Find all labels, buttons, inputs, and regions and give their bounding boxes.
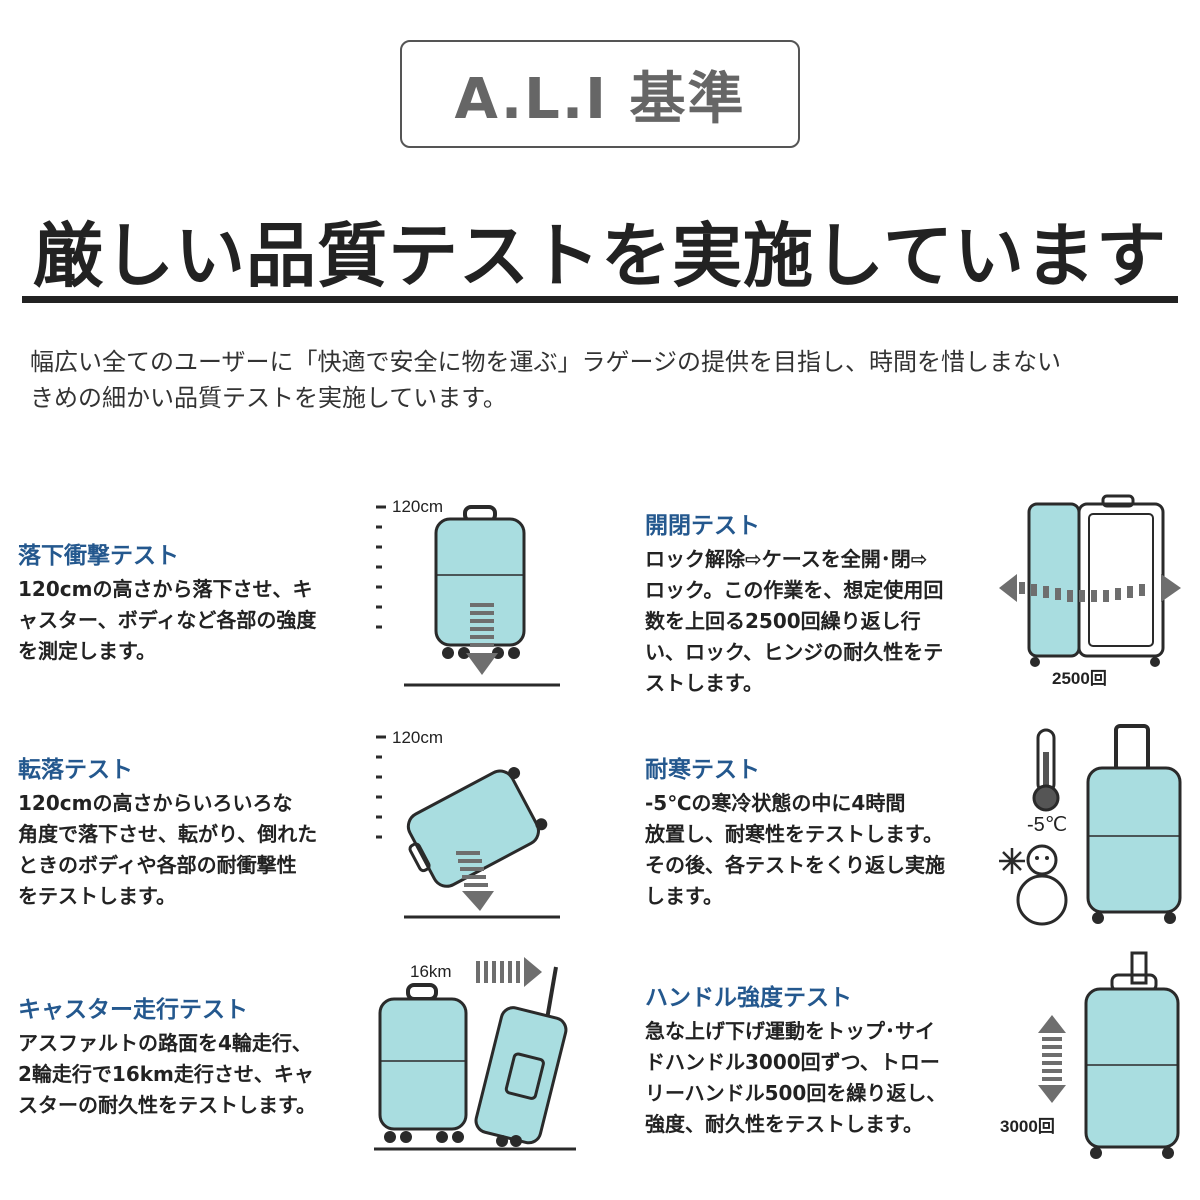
cold-test-line: 放置し、耐寒性をテストします。 — [645, 822, 943, 846]
handle-test-line: ドハンドル3000回ずつ、トロー — [645, 1050, 940, 1074]
handle-test-description: 急な上げ下げ運動をトップ･サイ ドハンドル3000回ずつ、トロー リーハンドル5… — [645, 1016, 985, 1140]
cold-test-line: その後、各テストをくり返し実施 — [645, 853, 945, 877]
suitcase-icon — [1084, 951, 1180, 1159]
ali-standard-badge: A.L.I 基準 — [400, 40, 800, 148]
drop-test-title: 落下衝撃テスト — [18, 543, 179, 569]
open-close-count-label: 2500回 — [1052, 669, 1107, 688]
tumble-test-section: 転落テスト 120cmの高さからいろいろな 角度で落下させ、転がり、倒れた とき… — [18, 750, 378, 912]
cold-test-illustration — [999, 724, 1182, 926]
caster-test-line: スターの耐久性をテストします。 — [18, 1093, 316, 1117]
updown-arrow-icon — [1038, 1015, 1066, 1103]
cold-test-title: 耐寒テスト — [645, 757, 760, 783]
drop-test-line: ャスター、ボディなど各部の強度 — [18, 608, 317, 632]
cold-test-description: -5℃の寒冷状態の中に4時間 放置し、耐寒性をテストします。 その後、各テストを… — [645, 788, 985, 912]
down-arrow-icon — [466, 603, 498, 675]
drop-height-label: 120cm — [392, 497, 444, 516]
intro-line: きめの細かい品質テストを実施しています。 — [30, 384, 507, 412]
open-close-test-line: ロック。この作業を、想定使用回 — [645, 578, 944, 602]
open-close-test-illustration — [999, 494, 1181, 667]
cold-test-section: 耐寒テスト -5℃の寒冷状態の中に4時間 放置し、耐寒性をテストします。 その後… — [645, 750, 985, 912]
suitcase-icon — [1086, 724, 1182, 924]
caster-test-description: アスファルトの路面を4輪走行、 2輪走行で16km走行させ、キャ スターの耐久性… — [18, 1028, 378, 1121]
caster-test-illustration — [374, 957, 576, 1151]
open-close-test-line: い、ロック、ヒンジの耐久性をテ — [645, 640, 944, 664]
handle-test-title: ハンドル強度テスト — [645, 985, 852, 1011]
handle-test-line: 強度、耐久性をテストします。 — [645, 1112, 923, 1136]
caster-test-section: キャスター走行テスト アスファルトの路面を4輪走行、 2輪走行で16km走行させ… — [18, 990, 378, 1121]
headline-divider — [22, 296, 1178, 303]
open-suitcase-icon — [1027, 494, 1165, 667]
tilted-rolling-suitcase-icon — [474, 966, 568, 1147]
page-headline: 厳しい品質テストを実施しています — [33, 215, 1167, 297]
intro-paragraph: 幅広い全てのユーザーに「快適で安全に物を運ぶ」ラゲージの提供を目指し、時間を惜し… — [30, 344, 1180, 416]
caster-test-line: 2輪走行で16km走行させ、キャ — [18, 1062, 314, 1086]
badge-text: A.L.I 基準 — [454, 66, 746, 132]
height-scale-icon — [376, 505, 386, 629]
cold-test-line: します。 — [645, 884, 723, 908]
open-close-test-line: ロック解除⇨ケースを全開･閉⇨ — [645, 547, 928, 571]
open-close-test-description: ロック解除⇨ケースを全開･閉⇨ ロック。この作業を、想定使用回 数を上回る250… — [645, 544, 985, 699]
thermometer-icon — [1032, 728, 1060, 812]
snowflake-icon — [999, 848, 1025, 874]
tumble-test-description: 120cmの高さからいろいろな 角度で落下させ、転がり、倒れた ときのボディや各… — [18, 788, 378, 912]
snowman-icon — [1016, 844, 1068, 926]
tumble-test-title: 転落テスト — [18, 757, 133, 783]
open-close-test-title: 開閉テスト — [645, 513, 760, 539]
handle-count-label: 3000回 — [1000, 1117, 1055, 1136]
open-close-test-line: ストします。 — [645, 671, 763, 695]
tumble-test-line: ときのボディや各部の耐衝撃性 — [18, 853, 297, 877]
handle-test-section: ハンドル強度テスト 急な上げ下げ運動をトップ･サイ ドハンドル3000回ずつ、ト… — [645, 978, 985, 1140]
tumble-test-line: をテストします。 — [18, 884, 176, 908]
height-scale-icon — [376, 735, 386, 839]
handle-test-line: リーハンドル500回を繰り返し、 — [645, 1081, 947, 1105]
cold-temperature-label: -5℃ — [1027, 814, 1068, 836]
drop-test-illustration — [376, 505, 560, 687]
drop-test-line: 120cmの高さから落下させ、キ — [18, 577, 313, 601]
tilted-suitcase-icon — [406, 767, 548, 888]
right-arrow-icon — [476, 957, 542, 987]
tumble-test-line: 120cmの高さからいろいろな — [18, 791, 293, 815]
drop-test-line: を測定します。 — [18, 639, 156, 663]
tumble-height-label: 120cm — [392, 728, 444, 747]
open-close-test-section: 開閉テスト ロック解除⇨ケースを全開･閉⇨ ロック。この作業を、想定使用回 数を… — [645, 506, 985, 699]
caster-test-title: キャスター走行テスト — [18, 997, 248, 1023]
caster-distance-label: 16km — [410, 962, 452, 981]
handle-test-line: 急な上げ下げ運動をトップ･サイ — [645, 1019, 935, 1043]
cold-test-line: -5℃の寒冷状態の中に4時間 — [645, 791, 906, 815]
drop-test-description: 120cmの高さから落下させ、キ ャスター、ボディなど各部の強度 を測定します。 — [18, 574, 378, 667]
intro-line: 幅広い全てのユーザーに「快適で安全に物を運ぶ」ラゲージの提供を目指し、時間を惜し… — [30, 348, 1062, 376]
double-arrow-icon — [999, 574, 1181, 602]
caster-test-line: アスファルトの路面を4輪走行、 — [18, 1031, 312, 1055]
open-close-test-line: 数を上回る2500回繰り返し行 — [645, 609, 921, 633]
tumble-test-illustration — [376, 735, 560, 919]
down-arrow-icon — [456, 851, 494, 911]
drop-test-section: 落下衝撃テスト 120cmの高さから落下させ、キ ャスター、ボディなど各部の強度… — [18, 536, 378, 667]
handle-test-illustration — [1038, 951, 1180, 1159]
tumble-test-line: 角度で落下させ、転がり、倒れた — [18, 822, 318, 846]
upright-suitcase-icon — [378, 983, 468, 1143]
